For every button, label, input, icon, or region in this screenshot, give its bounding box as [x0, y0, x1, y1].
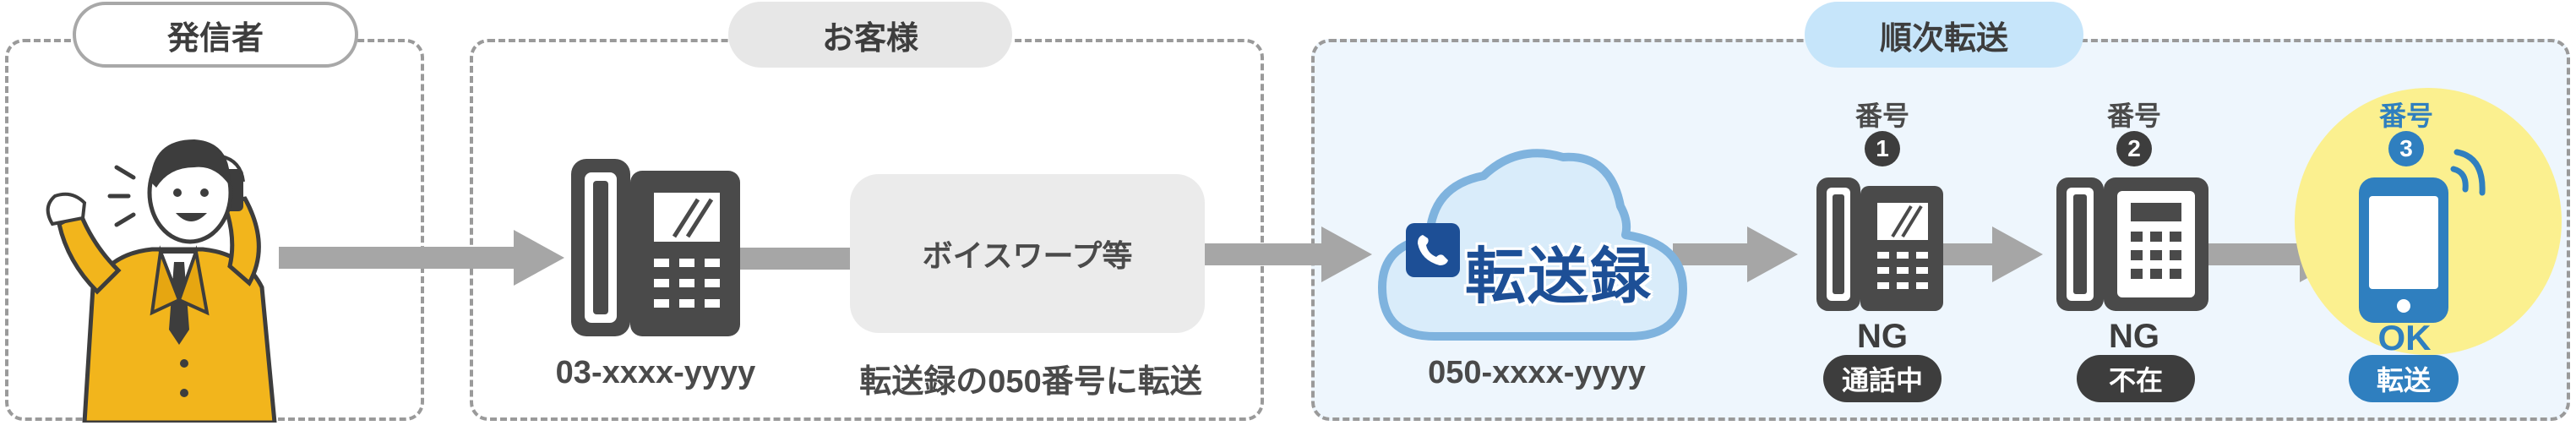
cloud-icon: [1378, 149, 1687, 341]
dest3-index-badge: 3: [2388, 131, 2424, 166]
arrow-cloud-to-phone1: [1673, 226, 1798, 282]
arrow-caller-to-phone: [279, 230, 564, 286]
signal-waves-icon: [2450, 149, 2486, 196]
service-number: 050-xxxx-yyyy: [1428, 355, 1646, 390]
dest1-index-badge: 1: [1865, 131, 1900, 166]
smartphone-icon: [2359, 177, 2448, 323]
arrow-voip-to-cloud: [1205, 226, 1372, 282]
sequential-title: 順次転送: [1805, 2, 2083, 68]
dest3-status-badge: 転送: [2349, 355, 2459, 402]
dest1-title: 番号: [1854, 101, 1909, 131]
dest2-title: 番号: [2106, 101, 2161, 131]
desk-phone-icon: [571, 159, 740, 336]
person-on-phone-icon: [46, 139, 277, 423]
desk-phone-icon: [2056, 177, 2208, 311]
dest2-status-badge: 不在: [2077, 355, 2195, 402]
dest2-index-badge: 2: [2116, 131, 2152, 166]
voip-label: ボイスワープ等: [922, 238, 1133, 273]
service-logo: 転送録: [1465, 241, 1653, 312]
customer-phone-number: 03-xxxx-yyyy: [555, 355, 756, 390]
arrow-phone-to-voip: [727, 248, 853, 270]
arrow-phone1-to-phone2: [1943, 226, 2043, 282]
desk-phone-icon: [1816, 177, 1943, 311]
dest3-result: OK: [2377, 318, 2432, 357]
forward-note: 転送録の050番号に転送: [859, 364, 1202, 400]
handset-icon: [1406, 223, 1460, 277]
customer-title: お客様: [728, 2, 1012, 68]
dest3-title: 番号: [2378, 101, 2433, 131]
dest1-result: NG: [1857, 318, 1908, 355]
dest2-result: NG: [2109, 318, 2159, 355]
dest1-status-badge: 通話中: [1823, 355, 1942, 402]
caller-title: 発信者: [73, 2, 358, 68]
voip-service-box: ボイスワープ等: [850, 174, 1205, 333]
